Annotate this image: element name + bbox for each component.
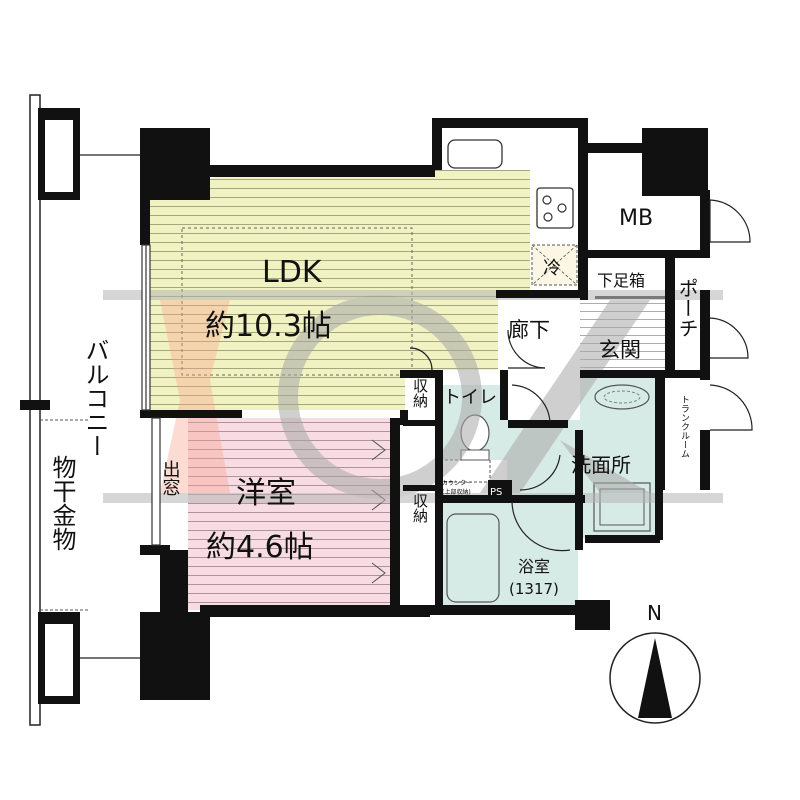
bathtub-icon (446, 513, 500, 603)
hallway-label: 廊下 (508, 318, 550, 342)
north-arrow-icon (638, 638, 672, 718)
ldk-size-label: 約10.3帖 (205, 309, 332, 344)
bath-size-label: (1317) (509, 580, 559, 598)
western-room-label: 洋室 (236, 476, 296, 511)
balcony-label: バルコニー (81, 338, 109, 458)
ps-label: PS (490, 487, 502, 498)
mb-label: MB (619, 206, 653, 231)
shoe-box-label: 下足箱 (597, 271, 645, 290)
north-compass: N (609, 601, 701, 724)
trunk-room-label: トランクルーム (679, 395, 690, 458)
laundry-rack-label: 物干金物 (48, 455, 76, 551)
fridge-label: 冷 (543, 258, 561, 279)
entrance-label: 玄関 (599, 338, 641, 362)
kitchen-counter (435, 122, 580, 286)
walls (140, 118, 710, 700)
west-windows (141, 244, 161, 546)
storage-label-1: 収納 (411, 378, 429, 409)
storage-label-2: 収納 (411, 493, 429, 524)
north-label: N (647, 601, 662, 625)
balcony (20, 94, 140, 726)
toilet-label: トイレ (443, 387, 497, 408)
sink-icon (447, 139, 503, 169)
counter-note-label: (上部収納) (442, 488, 471, 496)
stove-icon (536, 187, 574, 229)
bay-window-label: 出窓 (160, 460, 181, 496)
western-room-size-label: 約4.6帖 (206, 530, 314, 565)
washroom-label: 洗面所 (571, 453, 631, 477)
fridge-space (531, 244, 578, 286)
doors (409, 199, 753, 552)
bath-label: 浴室 (518, 557, 550, 576)
porch-label: ポーチ (675, 278, 699, 338)
wash-basin-icon (594, 384, 650, 410)
ldk-label: LDK (262, 255, 323, 290)
watermark-logo (103, 290, 723, 503)
counter-label: カウンター (442, 479, 472, 487)
